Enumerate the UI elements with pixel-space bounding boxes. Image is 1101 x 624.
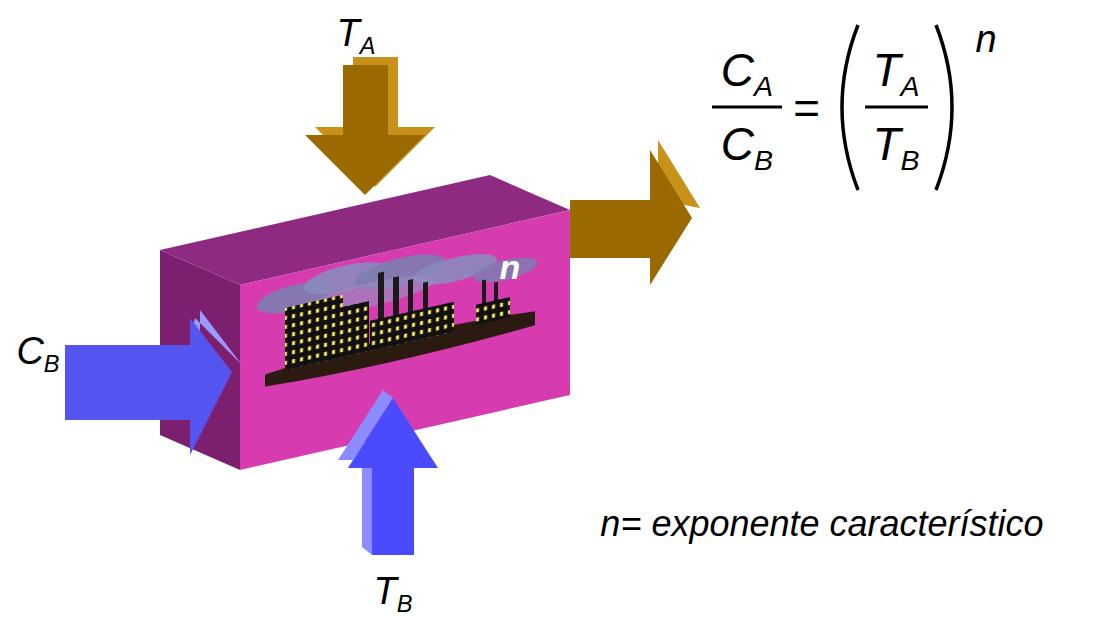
definition-note: n= exponente característico — [600, 503, 1043, 544]
formula-symbol: TB — [872, 118, 919, 170]
temperature-label: TB — [374, 570, 413, 612]
box-label: n — [500, 248, 521, 286]
fraction-bar — [712, 106, 782, 109]
formula-symbol: CA — [721, 44, 773, 96]
formula-exponent: n — [975, 18, 996, 60]
label-holder: TA — [872, 45, 919, 96]
label-holder: n= exponente característico — [600, 504, 1043, 544]
fraction-bar — [865, 106, 928, 109]
heat-out-arrow — [338, 390, 438, 555]
heat-label: CB — [16, 330, 59, 372]
temperature-label: TA — [337, 12, 376, 54]
formula-symbol: TA — [872, 44, 919, 96]
formula-symbol: = — [793, 82, 820, 134]
formula-symbol: CB — [721, 118, 773, 170]
label-holder: TB — [872, 119, 919, 170]
box-face — [160, 250, 240, 470]
process-box: n — [160, 170, 572, 472]
label-holder: TB — [374, 571, 413, 613]
factory-scene — [257, 222, 537, 393]
box-outline — [160, 170, 572, 472]
temperature-in-arrow — [305, 57, 435, 195]
label-holder: CB — [721, 119, 773, 170]
heat-in-arrow — [65, 310, 242, 455]
label-holder: n — [500, 249, 521, 286]
parenthesis — [842, 25, 858, 190]
box-face — [240, 210, 570, 470]
label-holder: n — [975, 19, 996, 61]
label-holder: CA — [721, 45, 773, 96]
parenthesis — [936, 25, 952, 190]
label-holder: = — [793, 83, 820, 134]
label-holder: TA — [337, 13, 376, 55]
label-holder: CB — [16, 331, 59, 373]
temperature-out-arrow — [570, 140, 700, 285]
